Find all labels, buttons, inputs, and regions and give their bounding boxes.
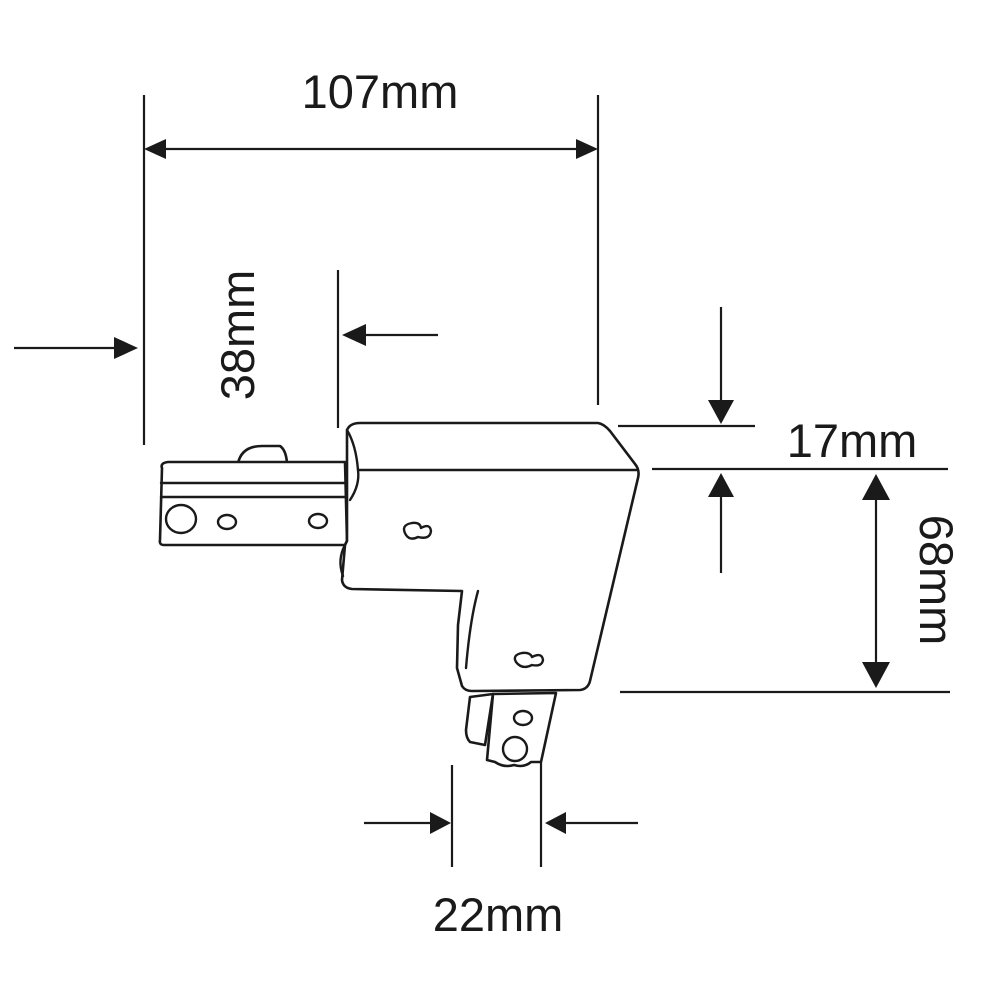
dimension-107mm: 107mm (142, 65, 600, 445)
left-track-adapter (158, 444, 349, 547)
arrow-down-icon (708, 400, 734, 424)
contact-hole-small (307, 512, 329, 530)
label-38mm: 38mm (211, 270, 264, 401)
dimension-68mm: 68mm (620, 474, 963, 694)
label-17mm: 17mm (787, 414, 918, 467)
arrow-up-icon (862, 474, 890, 500)
contact-hole-small (512, 709, 534, 727)
dimension-17mm: 17mm (618, 307, 948, 573)
contact-hole-large (164, 503, 198, 535)
corner-body (339, 421, 640, 693)
connector-part (158, 421, 640, 768)
left-face-curve (345, 428, 360, 502)
latch-tab (236, 444, 289, 465)
screw-hole-upper (402, 521, 433, 540)
contact-hole-small (216, 513, 238, 531)
label-107mm: 107mm (302, 65, 459, 118)
arrow-left-icon (545, 812, 566, 834)
arrow-up-icon (708, 473, 734, 497)
dimension-22mm: 22mm (364, 762, 638, 941)
arrow-down-icon (862, 662, 890, 688)
adapter-body (485, 691, 558, 768)
label-22mm: 22mm (433, 888, 564, 941)
arrow-right-icon (576, 139, 598, 159)
arrow-left-icon (342, 324, 366, 346)
arrow-left-icon (144, 139, 166, 159)
adapter-side-tab (464, 692, 495, 747)
left-lower-curve (339, 543, 347, 578)
contact-hole-large (501, 735, 529, 763)
label-68mm: 68mm (910, 515, 963, 646)
screw-hole-lower (513, 651, 545, 669)
inner-face-edge (464, 589, 480, 670)
arrow-right-icon (114, 337, 138, 359)
bottom-track-adapter (464, 691, 558, 768)
dimension-38mm: 38mm (14, 270, 438, 428)
arrow-right-icon (430, 812, 451, 834)
corner-body-outline (340, 421, 640, 693)
